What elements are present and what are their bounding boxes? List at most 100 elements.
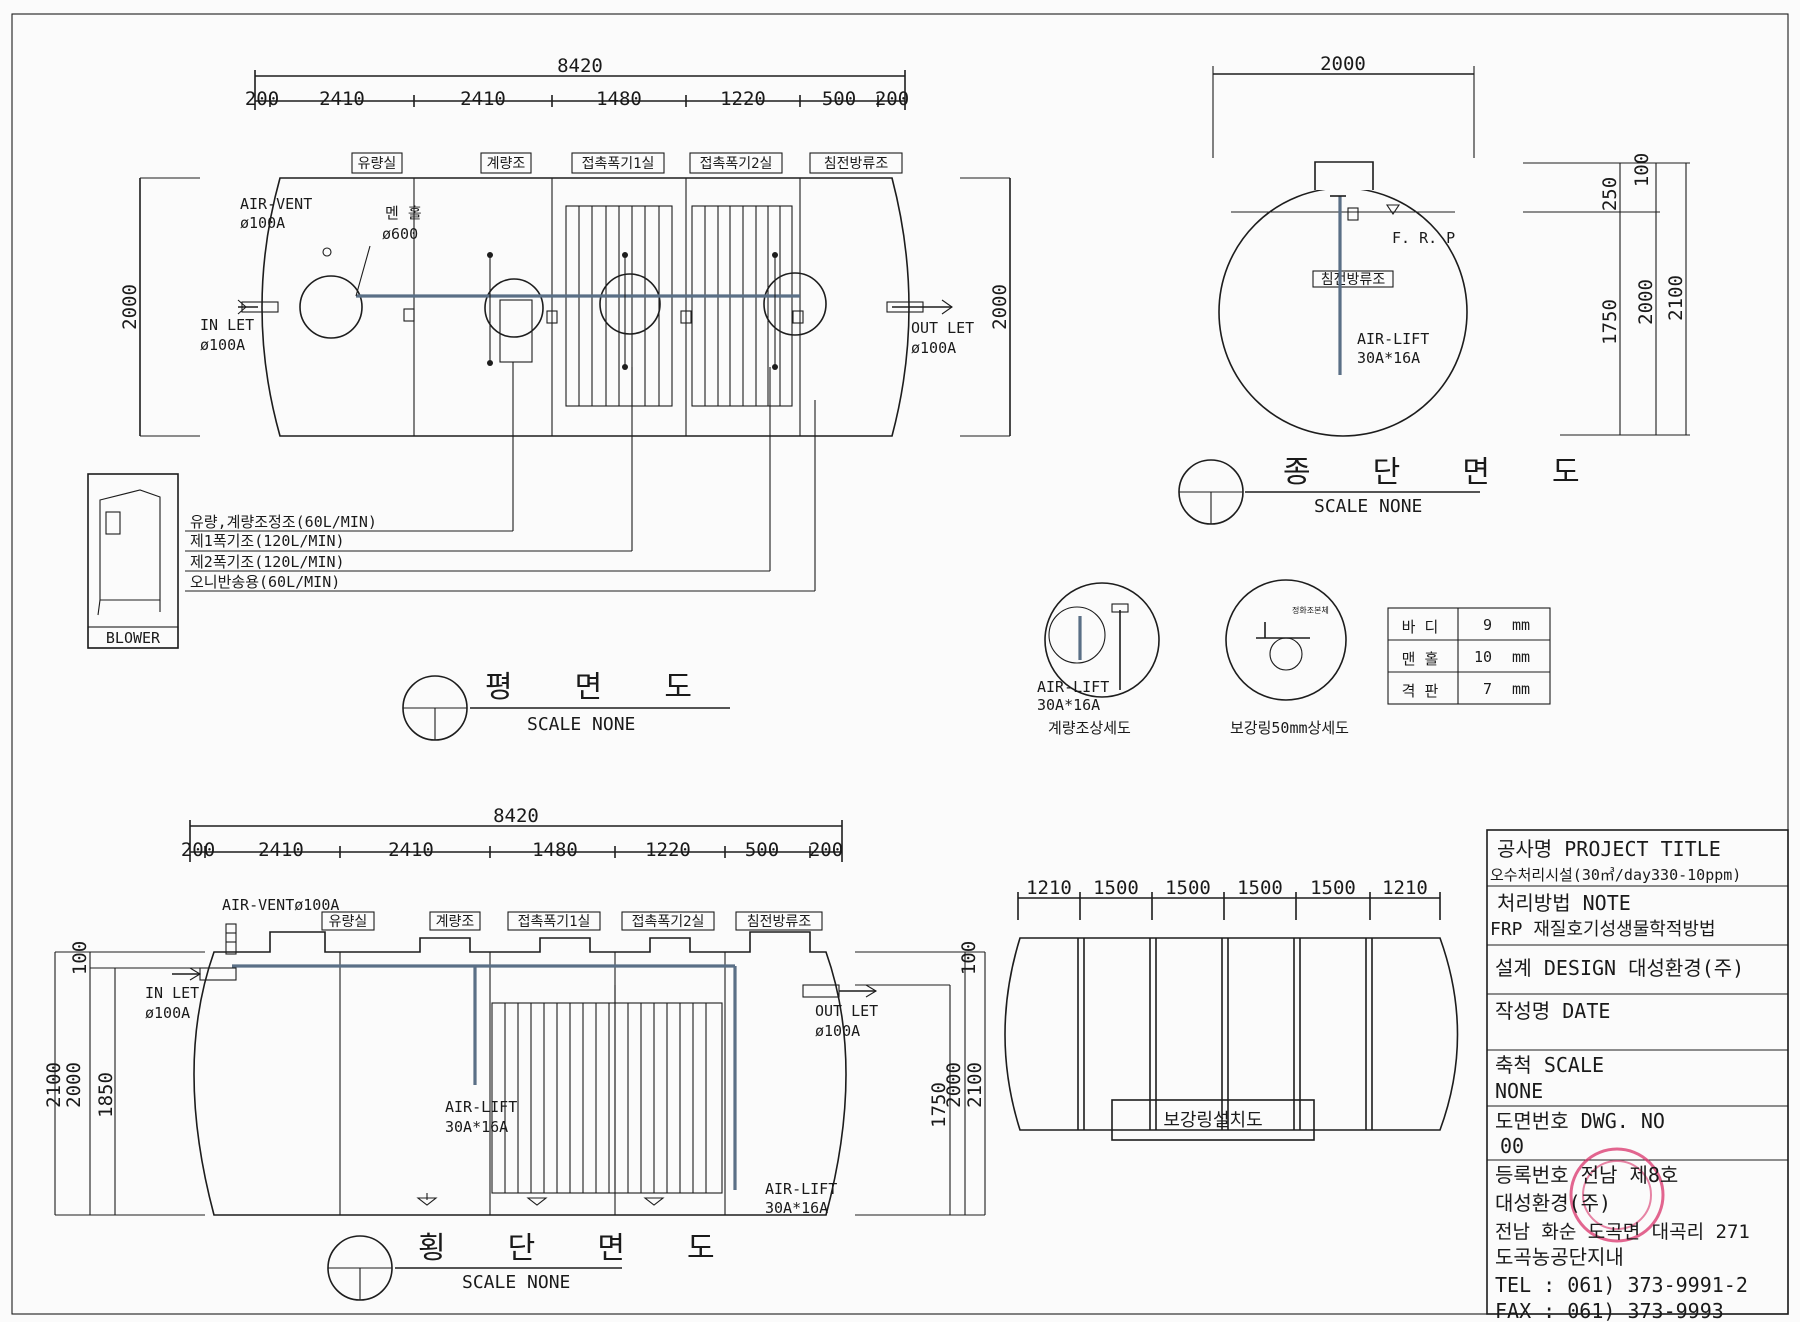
ring-dim-3: 1500 <box>1165 877 1211 899</box>
thickness-table <box>1387 607 1551 705</box>
cross-dim-5: 500 <box>745 839 779 861</box>
blower-line-3: 제2폭기조(120L/MIN) <box>190 553 345 571</box>
plan-height-right: 2000 <box>989 284 1011 330</box>
cross-airlift-1: AIR-LIFT <box>445 1098 517 1116</box>
cross-dim-2: 2410 <box>388 839 434 861</box>
cross-dim-right-1750: 1750 <box>928 1082 950 1128</box>
ring-tank-outline <box>1004 937 1459 1131</box>
long-air-lift-size: 30A*16A <box>1357 349 1420 367</box>
ring-dim-6: 1210 <box>1382 877 1428 899</box>
plan-dim-2: 2410 <box>460 88 506 110</box>
thk-val-1: 9 <box>1483 616 1492 634</box>
cross-tank-outline <box>193 931 847 1216</box>
cross-dim-right-2000: 2000 <box>943 1062 965 1108</box>
tb-scale-label: 축척 SCALE <box>1495 1053 1604 1077</box>
thk-part-1: 바 디 <box>1402 618 1439 636</box>
thk-val-2: 10 <box>1474 648 1492 666</box>
blower-line-1: 유량,계량조정조(60L/MIN) <box>190 513 377 531</box>
plan-manhole-3 <box>599 273 661 335</box>
ring-dim-4: 1500 <box>1237 877 1283 899</box>
tb-company: 대성환경(주) <box>1495 1191 1611 1215</box>
detail-views: AIR-LIFT 30A*16A 계량조상세도 정화조본체 보강링50mm상세도… <box>1037 579 1551 737</box>
tb-project-label: 공사명 PROJECT TITLE <box>1497 837 1721 861</box>
plan-room-2: 계량조 <box>487 156 526 172</box>
long-title: 종 단 면 도 <box>1283 455 1602 490</box>
plan-view: 8420 200 2410 2410 1480 1220 500 200 유량실… <box>87 55 1011 741</box>
cross-inlet-label: IN LET <box>145 984 199 1002</box>
plan-air-vent-label: AIR-VENT <box>240 195 312 213</box>
detail-1-circle <box>1044 582 1160 698</box>
plan-scale: SCALE NONE <box>527 714 635 735</box>
tb-reg: 등록번호 전남 제8호 <box>1495 1163 1678 1187</box>
tb-note-value: FRP 재질호기성생물학적방법 <box>1490 919 1716 940</box>
ring-caption-box <box>1111 1099 1315 1141</box>
cross-airlift-1-size: 30A*16A <box>445 1118 508 1136</box>
cross-dim-0: 200 <box>181 839 215 861</box>
detail-1-size: 30A*16A <box>1037 696 1100 714</box>
cross-dim-left-2100: 2100 <box>43 1062 65 1108</box>
cross-room-3: 접촉폭기1실 <box>518 914 591 930</box>
cross-air-vent: AIR-VENTø100A <box>222 896 339 914</box>
long-dim-1750: 1750 <box>1599 299 1621 345</box>
plan-dim-6: 200 <box>875 88 909 110</box>
long-dim-100: 100 <box>1631 153 1653 187</box>
tb-design: 설계 DESIGN 대성환경(주) <box>1495 956 1744 980</box>
plan-manhole-4 <box>763 272 827 336</box>
detail-2-caption: 보강링50mm상세도 <box>1230 719 1349 737</box>
blower-line-2: 제1폭기조(120L/MIN) <box>190 532 345 550</box>
plan-room-3: 접촉폭기1실 <box>582 156 655 172</box>
plan-manhole-2 <box>484 278 544 338</box>
long-dim-2100: 2100 <box>1665 275 1687 321</box>
cross-dim-left-100: 100 <box>69 941 91 975</box>
long-air-lift: AIR-LIFT <box>1357 330 1429 348</box>
cross-dim-right-2100: 2100 <box>964 1062 986 1108</box>
tb-project-value: 오수처리시설(30㎥/day330-10ppm) <box>1490 866 1741 884</box>
cross-dim-6: 200 <box>809 839 843 861</box>
cross-airlift-2: AIR-LIFT <box>765 1180 837 1198</box>
ring-dim-1: 1210 <box>1026 877 1072 899</box>
company-seal <box>1569 1147 1665 1243</box>
cross-dim-1: 2410 <box>258 839 304 861</box>
long-dim-2000: 2000 <box>1635 279 1657 325</box>
ring-view: 1210 1500 1500 1500 1500 1210 보강링설치도 <box>1004 877 1459 1141</box>
plan-dim-5: 500 <box>822 88 856 110</box>
thk-part-3: 격 판 <box>1402 682 1439 700</box>
plan-manhole-1 <box>299 275 363 339</box>
long-scale: SCALE NONE <box>1314 496 1422 517</box>
tb-dwg-value: 00 <box>1500 1134 1524 1158</box>
plan-room-5: 침전방류조 <box>824 156 889 172</box>
thk-part-2: 맨 홀 <box>1402 650 1439 668</box>
detail-1-caption: 계량조상세도 <box>1048 719 1131 737</box>
ring-caption: 보강링설치도 <box>1163 1110 1262 1131</box>
plan-dim-total: 8420 <box>557 55 603 77</box>
longitudinal-view: 2000 F. R. P 침전방류조 AIR-LIFT 30A*16A 100 … <box>1178 53 1690 525</box>
plan-outlet-label: OUT LET <box>911 319 974 337</box>
plan-height-left: 2000 <box>119 284 141 330</box>
cross-room-4: 접촉폭기2실 <box>632 914 705 930</box>
cross-room-1: 유량실 <box>329 914 368 930</box>
cross-outlet-label: OUT LET <box>815 1002 878 1020</box>
blower-line-4: 오니반송용(60L/MIN) <box>190 573 340 591</box>
ring-dim-5: 1500 <box>1310 877 1356 899</box>
long-width: 2000 <box>1320 53 1366 75</box>
plan-dim-4: 1220 <box>720 88 766 110</box>
plan-room-1: 유량실 <box>358 156 397 172</box>
plan-title: 평 면 도 <box>485 670 714 705</box>
cross-scale: SCALE NONE <box>462 1272 570 1293</box>
long-dim-250: 250 <box>1599 177 1621 211</box>
plan-dim-1: 2410 <box>319 88 365 110</box>
cross-dim-total: 8420 <box>493 805 539 827</box>
long-tank-circle <box>1218 187 1468 437</box>
plan-manhole-label: 멘 홀 <box>385 204 422 222</box>
plan-air-vent-dia: ø100A <box>240 214 285 232</box>
plan-tank-outline <box>261 177 910 437</box>
plan-media-2 <box>691 205 793 407</box>
cross-inlet-dia: ø100A <box>145 1004 190 1022</box>
cross-media <box>491 1002 723 1194</box>
thk-unit-1: mm <box>1512 616 1530 634</box>
plan-dim-3: 1480 <box>596 88 642 110</box>
title-block: 공사명 PROJECT TITLE 오수처리시설(30㎥/day330-10pp… <box>1486 829 1789 1322</box>
cross-room-2: 계량조 <box>436 914 475 930</box>
tb-address1: 전남 화순 도곡면 대곡리 271 <box>1495 1221 1750 1243</box>
